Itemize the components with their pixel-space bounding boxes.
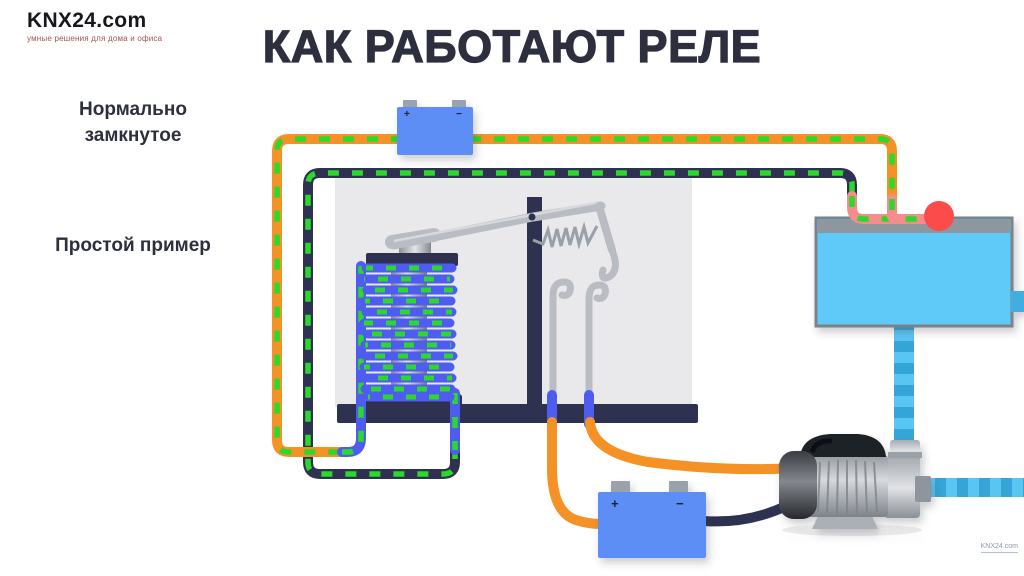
logo-tagline: умные решения для дома и офиса <box>27 34 163 43</box>
normally-closed-contacts <box>549 278 609 410</box>
logo: KNX24.com умные решения для дома и офиса <box>27 9 162 43</box>
relay-base <box>337 404 698 423</box>
control-battery <box>397 100 473 155</box>
water-pump <box>779 434 931 536</box>
load-battery <box>598 481 706 558</box>
return-spring <box>532 221 599 250</box>
load-wire-return <box>699 501 791 527</box>
coil-top-plate <box>366 253 458 266</box>
load-wires <box>547 417 803 529</box>
tank-outlet-nub <box>1011 291 1024 312</box>
pipe-tank-to-pump <box>894 322 914 452</box>
pump-handle <box>809 438 833 453</box>
load-wire-pump <box>585 417 803 475</box>
page-title: КАК РАБОТАЮТ РЕЛЕ <box>262 20 762 72</box>
load-battery-plus: + <box>611 496 619 511</box>
control-battery-minus: − <box>456 109 462 120</box>
pipe-pump-outlet <box>920 478 1024 497</box>
pivot-pin <box>528 213 536 221</box>
water-tank <box>814 216 1024 328</box>
control-wire-orange <box>272 134 897 457</box>
load-battery-minus: − <box>676 496 684 511</box>
relay-coil <box>359 263 458 402</box>
coil-pigtails <box>337 261 460 457</box>
load-wire-battery <box>547 417 606 529</box>
label-relay-mode: Нормально замкнутое <box>79 99 187 146</box>
tank-float-switch <box>847 191 954 231</box>
control-wire-navy <box>303 168 857 479</box>
control-battery-plus: + <box>404 109 410 120</box>
pivot-post <box>527 197 542 407</box>
relay-armature <box>385 200 619 282</box>
watermark: KNX24.com <box>980 543 1018 553</box>
logo-text: KNX24.com <box>27 9 147 32</box>
pump-rear-cap <box>779 451 817 519</box>
label-example: Простой пример <box>55 235 211 256</box>
float-switch-button <box>924 201 954 231</box>
